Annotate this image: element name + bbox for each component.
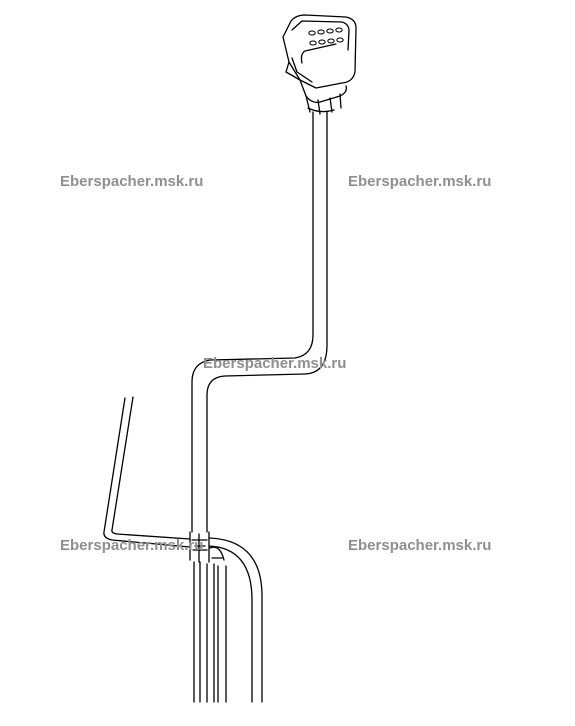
connector-plug: [282, 14, 357, 115]
watermark-text: Eberspacher.msk.ru: [203, 355, 347, 372]
watermark-text: Eberspacher.msk.ru: [348, 173, 492, 190]
connector-pin-holes: [308, 27, 344, 46]
outer-wire: [208, 537, 263, 703]
lower-wires: [193, 561, 227, 703]
main-cable: [191, 111, 328, 533]
watermark-text: Eberspacher.msk.ru: [348, 537, 492, 554]
cable-junction: [189, 531, 225, 563]
left-wire: [103, 396, 191, 548]
watermark-text: Eberspacher.msk.ru: [60, 173, 204, 190]
watermark-text: Eberspacher.msk.ru: [60, 537, 204, 554]
